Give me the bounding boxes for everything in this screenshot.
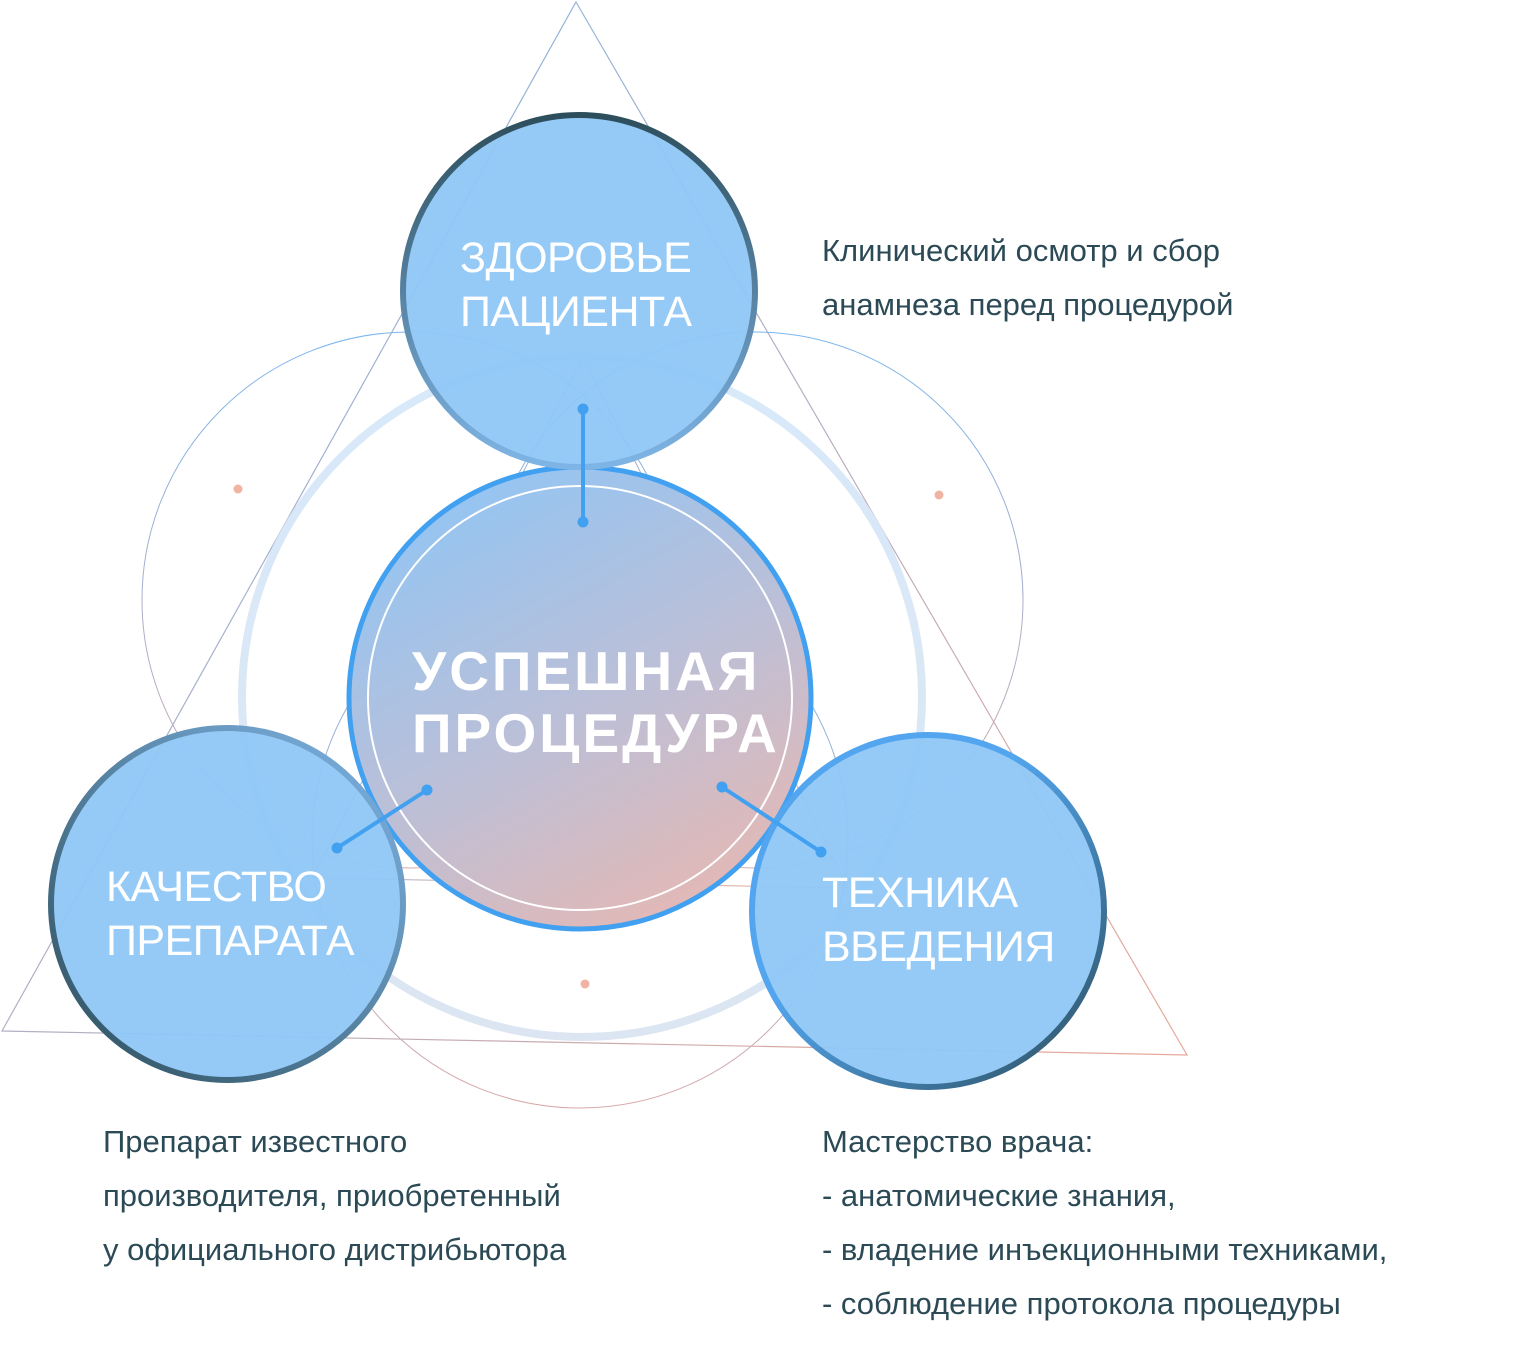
dot-left [233,484,243,494]
description-line: производителя, приобретенный [103,1178,561,1213]
node-label-line: КАЧЕСТВО [106,863,327,911]
node-circle-top [400,112,758,470]
dot-right [934,490,944,500]
center-inner-ring [367,485,793,911]
node-label-line: ПАЦИЕНТА [460,288,692,336]
node-label-quality: КАЧЕСТВО ПРЕПАРАТА [106,860,355,968]
node-circle-left [48,725,406,1083]
center-label-line1: УСПЕШНАЯ [412,640,761,702]
description-line: у официального дистрибьютора [103,1232,567,1267]
description-line: Клинический осмотр и сбор [822,233,1220,268]
center-label: УСПЕШНАЯ ПРОЦЕДУРА [412,640,780,764]
description-health: Клинический осмотр и сбор анамнеза перед… [822,224,1233,332]
node-label-line: ЗДОРОВЬЕ [460,234,692,282]
node-label-line: ТЕХНИКА [822,869,1018,917]
node-label-line: ПРЕПАРАТА [106,917,355,965]
description-line: - владение инъекционными техниками, [822,1232,1388,1267]
description-line: Мастерство врача: [822,1124,1094,1159]
connector-left [331,784,433,854]
node-circle-right [749,732,1107,1090]
description-quality: Препарат известного производителя, приоб… [103,1115,566,1277]
connector-right [716,781,827,858]
description-technique: Мастерство врача: - анатомические знания… [822,1115,1387,1331]
description-line: анамнеза перед процедурой [822,287,1234,322]
description-line: - соблюдение протокола процедуры [822,1286,1341,1321]
node-label-technique: ТЕХНИКА ВВЕДЕНИЯ [822,866,1055,974]
dot-bottom [580,979,590,989]
description-line: - анатомические знания, [822,1178,1176,1213]
connector-top [577,403,589,528]
node-label-health: ЗДОРОВЬЕ ПАЦИЕНТА [460,231,692,339]
description-line: Препарат известного [103,1124,408,1159]
center-label-line2: ПРОЦЕДУРА [412,702,780,764]
node-label-line: ВВЕДЕНИЯ [822,923,1055,971]
